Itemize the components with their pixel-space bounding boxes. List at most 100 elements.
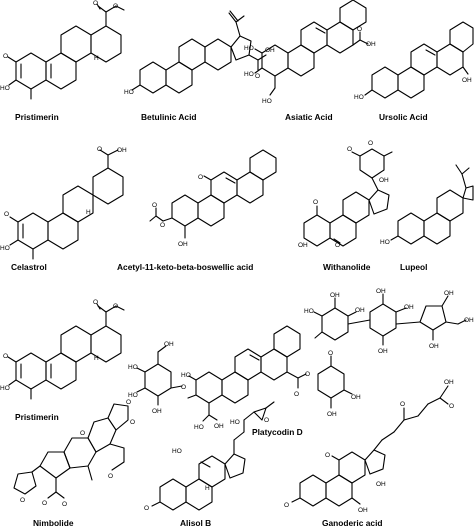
atom-label: HO <box>172 448 182 455</box>
pristimerin-structure-2 <box>7 303 125 400</box>
alisol-b-structure <box>151 401 275 511</box>
atom-label: OH <box>351 394 361 401</box>
nimbolide-structure <box>13 403 129 499</box>
compound-label-pristimerin-2: Pristimerin <box>15 412 59 422</box>
atom-label: OH <box>164 341 174 348</box>
atom-label: OH <box>376 288 386 295</box>
atom-label: OH <box>327 411 337 418</box>
atom-label: O <box>93 299 98 306</box>
atom-label: HO <box>262 98 272 105</box>
atom-label: OH <box>464 317 474 324</box>
atom-label: HO <box>128 392 138 399</box>
atom-label: OH <box>444 379 454 386</box>
atom-label: HO <box>244 45 254 52</box>
atom-label: OH <box>355 307 365 314</box>
atom-label: O <box>3 53 8 60</box>
atom-label: HO <box>181 372 191 379</box>
atom-label: O <box>152 202 157 209</box>
compound-label-asiatic-acid: Asiatic Acid <box>285 112 333 122</box>
atom-label: O <box>113 303 118 310</box>
atom-label: O <box>80 430 85 437</box>
atom-label: O <box>347 146 352 153</box>
atom-label: HO <box>0 85 10 92</box>
atom-label: HO <box>304 308 314 315</box>
pristimerin-structure-1 <box>7 3 125 100</box>
atom-label: O <box>93 0 98 7</box>
atom-label: O <box>62 501 67 508</box>
atom-label: OH <box>429 343 439 350</box>
atom-label: HO <box>244 71 254 78</box>
atom-label: H <box>94 55 99 62</box>
atom-label: HO <box>380 239 390 246</box>
atom-label: OH <box>378 348 388 355</box>
atom-label: OH <box>298 242 308 249</box>
atom-label: O <box>20 497 25 504</box>
compound-label-pristimerin-1: Pristimerin <box>15 112 59 122</box>
atom-label: HO <box>128 364 138 371</box>
atom-label: O <box>97 146 102 153</box>
atom-label: OH <box>404 304 414 311</box>
atom-label: O <box>255 73 260 80</box>
atom-label: OH <box>462 77 472 84</box>
atom-label: OH <box>117 147 127 154</box>
compound-label-platycodin-d: Platycodin D <box>252 427 303 437</box>
atom-label: OH <box>330 292 340 299</box>
atom-label: H <box>205 485 210 492</box>
atom-label: HO <box>354 94 364 101</box>
atom-label: O <box>108 473 113 480</box>
ursolic-acid-structure <box>364 21 474 99</box>
atom-label: OH <box>214 423 224 430</box>
atom-label: O <box>42 500 47 507</box>
compound-label-ganoderic-acid: Ganoderic acid <box>322 518 383 528</box>
atom-label: O <box>198 174 203 181</box>
atom-label: O <box>3 353 8 360</box>
atom-label: O <box>357 26 362 33</box>
compound-label-alisol-b: Alisol B <box>180 518 211 528</box>
atom-label: O <box>335 242 340 249</box>
atom-label: O <box>264 417 269 424</box>
atom-label: OH <box>152 408 162 415</box>
atom-label: O <box>160 222 165 229</box>
atom-label: HO <box>230 419 240 426</box>
atom-label: O <box>400 401 405 408</box>
withanolide-structure <box>303 148 393 247</box>
betulinic-acid-structure <box>131 10 267 94</box>
akba-structure <box>149 149 277 239</box>
atom-label: O <box>328 350 333 357</box>
ganoderic-acid-structure <box>291 385 449 507</box>
compound-label-betulinic-acid: Betulinic Acid <box>141 112 197 122</box>
atom-label: O <box>325 452 330 459</box>
atom-label: O <box>113 3 118 10</box>
atom-label: OH <box>178 241 188 248</box>
atom-label: O <box>313 199 318 206</box>
atom-label: O <box>284 502 289 509</box>
atom-label: HO <box>0 245 10 252</box>
lupeol-structure <box>390 164 474 245</box>
asiatic-acid-structure <box>254 0 369 96</box>
atom-label: O <box>126 399 131 406</box>
compound-label-akba: Acetyl-11-keto-beta-boswellic acid <box>117 262 253 272</box>
atom-label: O <box>144 505 149 512</box>
compound-label-withanolide: Withanolide <box>323 262 371 272</box>
atom-label: HO <box>124 89 134 96</box>
atom-label: H <box>86 209 91 216</box>
atom-label: O <box>4 211 9 218</box>
atom-label: OH <box>265 47 275 54</box>
compound-label-ursolic-acid: Ursolic Acid <box>379 112 428 122</box>
atom-label: H <box>94 355 99 362</box>
atom-label: OH <box>444 290 454 297</box>
atom-label: HO <box>0 385 10 392</box>
celastrol-structure <box>9 149 124 260</box>
atom-label: O <box>449 403 454 410</box>
platycodin-d-structure <box>136 293 467 422</box>
atom-label: O <box>181 384 186 391</box>
atom-label: O <box>305 371 310 378</box>
compound-label-lupeol: Lupeol <box>400 262 427 272</box>
atom-label: HO <box>194 424 204 431</box>
atom-label: OH <box>376 481 386 488</box>
atom-label: O <box>368 140 373 147</box>
atom-label: O <box>294 391 299 398</box>
atom-label: OH <box>358 507 368 514</box>
compound-label-celastrol: Celastrol <box>11 262 47 272</box>
